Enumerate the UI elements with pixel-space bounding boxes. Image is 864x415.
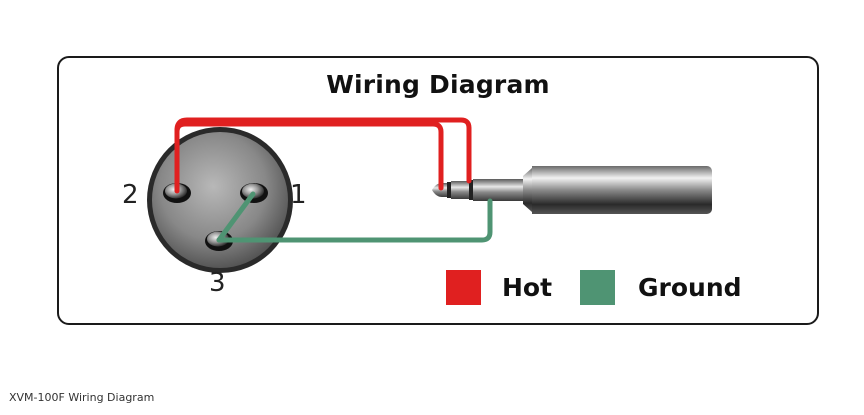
pin-3-label: 3	[209, 268, 226, 298]
legend-hot-label: Hot	[502, 273, 553, 302]
pin-2-label: 2	[122, 180, 139, 210]
legend-ground-swatch	[580, 270, 615, 305]
jack-sleeve	[473, 179, 523, 201]
stereo-jack-plug	[432, 166, 712, 214]
legend-hot-swatch	[446, 270, 481, 305]
legend-ground-label: Ground	[638, 273, 742, 302]
ground-wire	[216, 191, 493, 243]
pin-1-label: 1	[290, 180, 307, 210]
xlr-face	[152, 132, 288, 268]
jack-ring	[451, 181, 469, 199]
xlr-connector	[147, 127, 293, 273]
diagram-title: Wiring Diagram	[326, 70, 550, 99]
jack-barrel	[532, 166, 712, 214]
jack-barrel-end	[696, 166, 712, 214]
image-caption: XVM-100F Wiring Diagram	[9, 391, 155, 404]
jack-collar	[523, 168, 532, 212]
jack-insulator-1	[447, 182, 451, 198]
jack-insulator-2	[469, 180, 473, 200]
hot-wire	[174, 117, 472, 194]
